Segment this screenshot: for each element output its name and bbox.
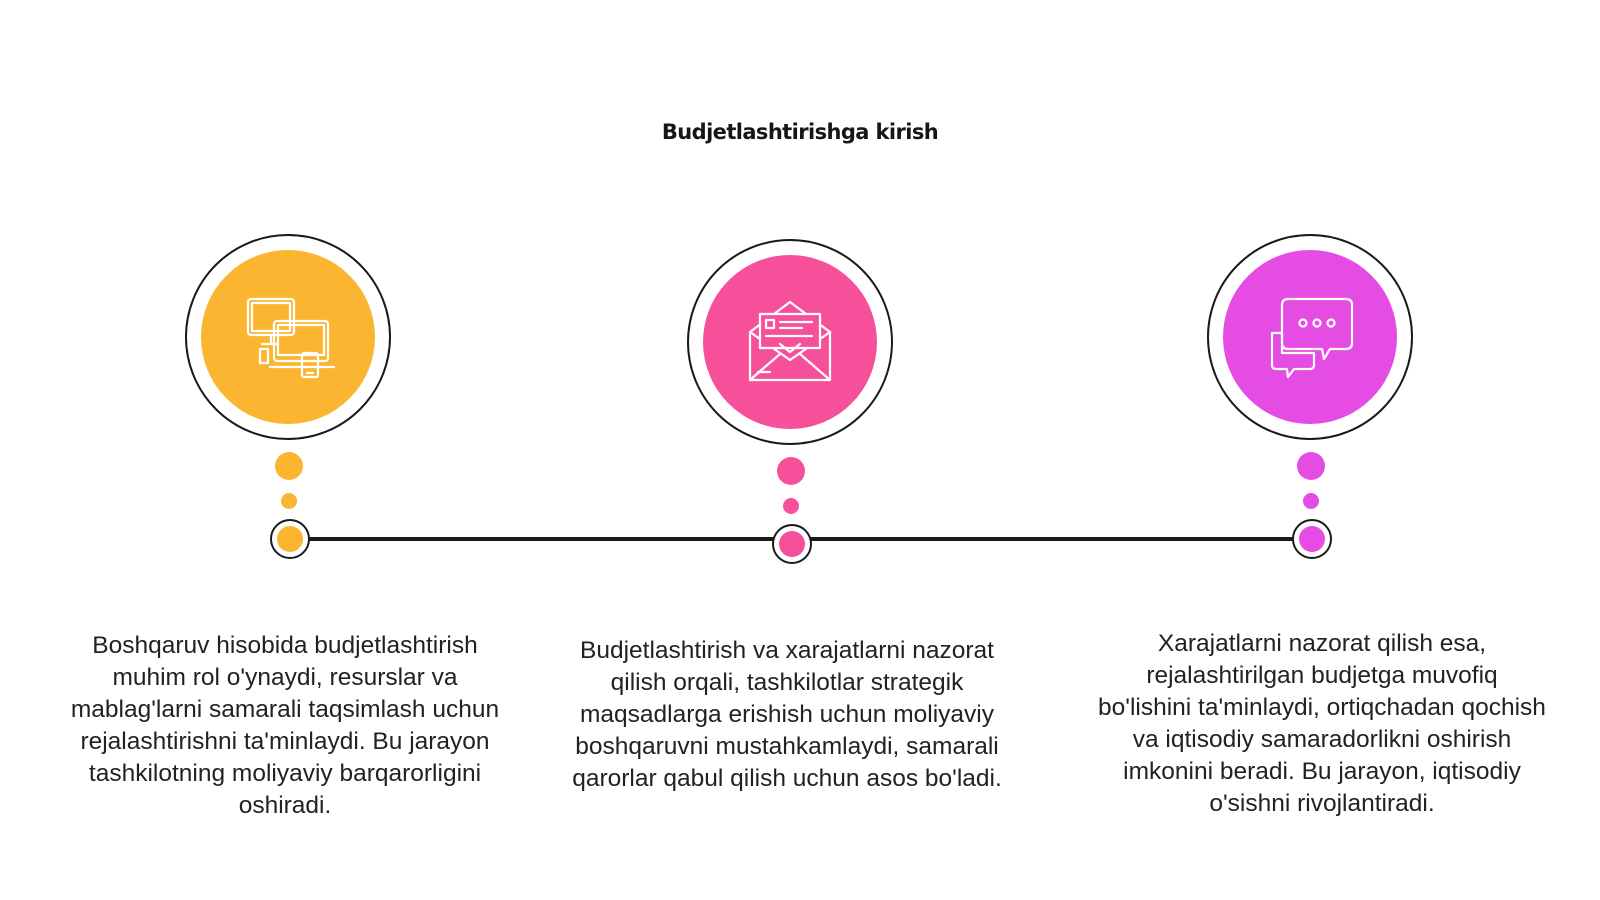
step-2-node-fill [779, 531, 805, 557]
step-2-dot-large [777, 457, 805, 485]
step-1-dot-small [281, 493, 297, 509]
step-1-icon-ring [185, 234, 391, 440]
step-1-node-fill [277, 526, 303, 552]
step-2-timeline-node [772, 524, 812, 564]
step-3-icon-circle [1223, 250, 1397, 424]
step-3-description: Xarajatlarni nazorat qilish esa, rejalas… [1098, 630, 1546, 817]
step-3-dot-large [1297, 452, 1325, 480]
step-3-dot-small [1303, 493, 1319, 509]
envelope-letter-icon [748, 300, 832, 382]
page-title: Budjetlashtirishga kirish [661, 120, 939, 144]
chat-bubbles-icon [1270, 297, 1354, 379]
step-3-node-fill [1299, 526, 1325, 552]
step-2-icon-circle [703, 255, 877, 429]
step-1-timeline-node [270, 519, 310, 559]
step-2-icon-ring [687, 239, 893, 445]
step-2-dot-small [783, 498, 799, 514]
step-2-description: Budjetlashtirish va xarajatlarni nazorat… [572, 637, 1002, 792]
step-3-icon-ring [1207, 234, 1413, 440]
devices-icon [246, 297, 336, 379]
step-1-description: Boshqaruv hisobida budjetlashtirish muhi… [70, 632, 500, 819]
step-1-dot-large [275, 452, 303, 480]
step-3-timeline-node [1292, 519, 1332, 559]
step-1-icon-circle [201, 250, 375, 424]
